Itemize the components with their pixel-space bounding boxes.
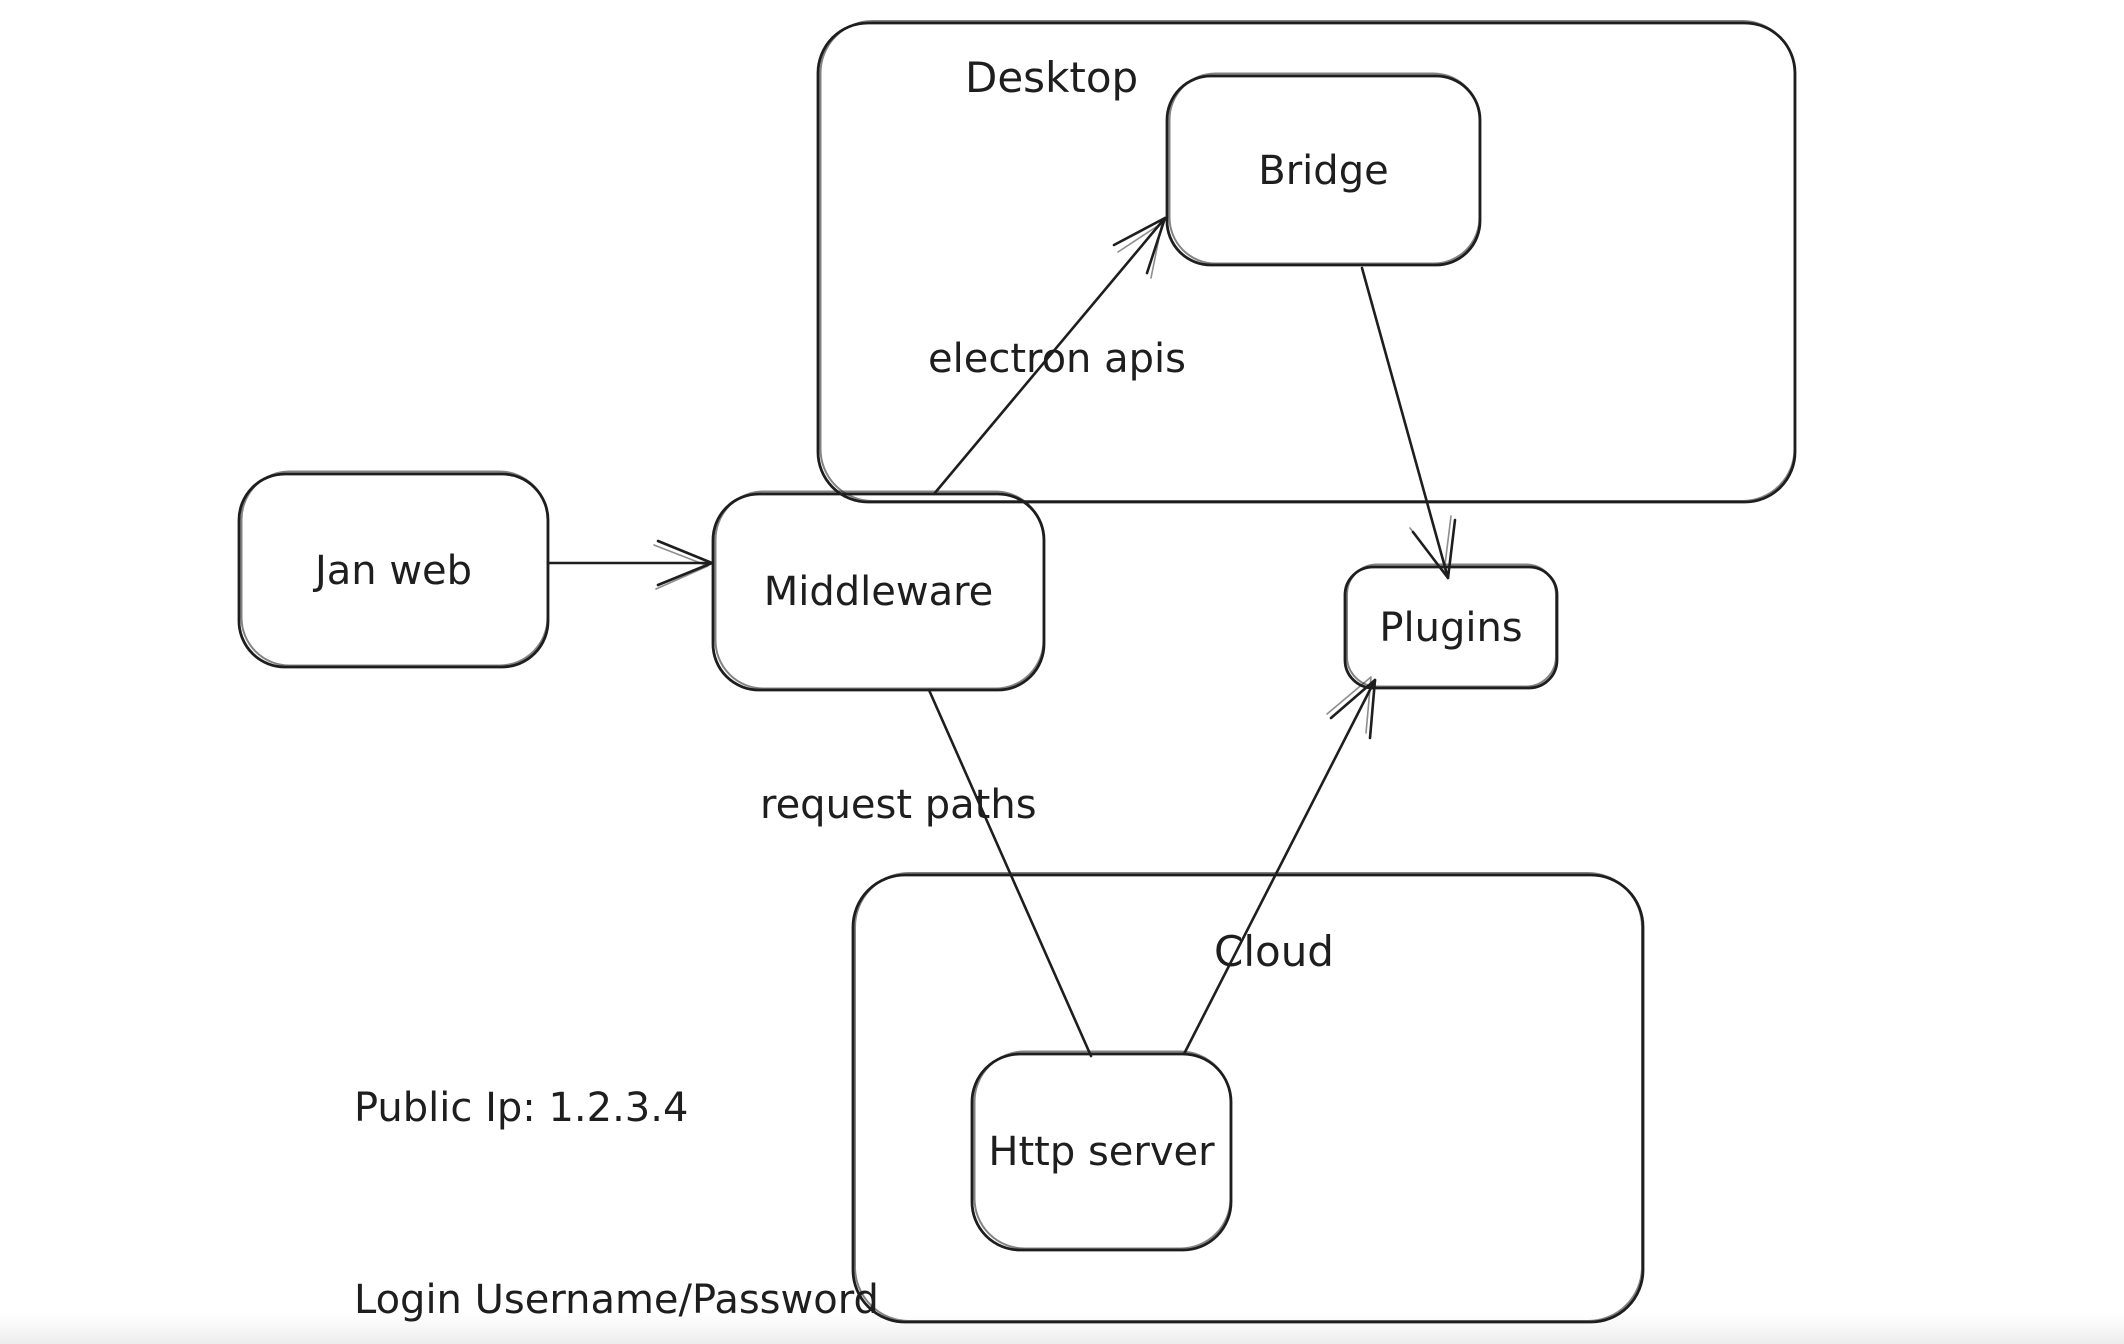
middleware-node-shape[interactable] (711, 490, 1046, 692)
edge-label-electron-apis: electron apis (928, 336, 1186, 382)
edge-bridge-to-plugins[interactable] (1360, 266, 1457, 580)
server-credentials-annotation: Public Ip: 1.2.3.4 Login Username/Passwo… (354, 948, 879, 1344)
jan-web-node-shape[interactable] (237, 470, 550, 669)
edge-label-request-paths: request paths (760, 782, 1037, 828)
plugins-node-shape[interactable] (1343, 563, 1559, 690)
edge-http-server-to-plugins[interactable] (1182, 676, 1377, 1056)
bridge-node-label: Bridge (1258, 147, 1389, 194)
http-server-node-label: Http server (988, 1129, 1215, 1175)
middleware-node-label: Middleware (763, 569, 994, 615)
edge-jan-web-to-middleware[interactable] (546, 539, 714, 590)
http-server-node-shape[interactable] (970, 1050, 1233, 1252)
cloud-container-shape[interactable] (851, 872, 1645, 1324)
plugins-node-label: Plugins (1379, 604, 1523, 651)
cloud-container-label: Cloud (1214, 927, 1334, 976)
desktop-container-shape[interactable] (816, 20, 1797, 504)
annotation-login-line: Login Username/Password (354, 1277, 879, 1323)
annotation-public-ip-line: Public Ip: 1.2.3.4 (354, 1085, 689, 1131)
desktop-container-label: Desktop (965, 53, 1139, 102)
edge-middleware-to-http-server[interactable] (927, 688, 1093, 1058)
edge-middleware-to-bridge[interactable] (932, 216, 1167, 496)
bridge-node-shape[interactable] (1165, 72, 1482, 267)
jan-web-node-label: Jan web (314, 547, 473, 594)
